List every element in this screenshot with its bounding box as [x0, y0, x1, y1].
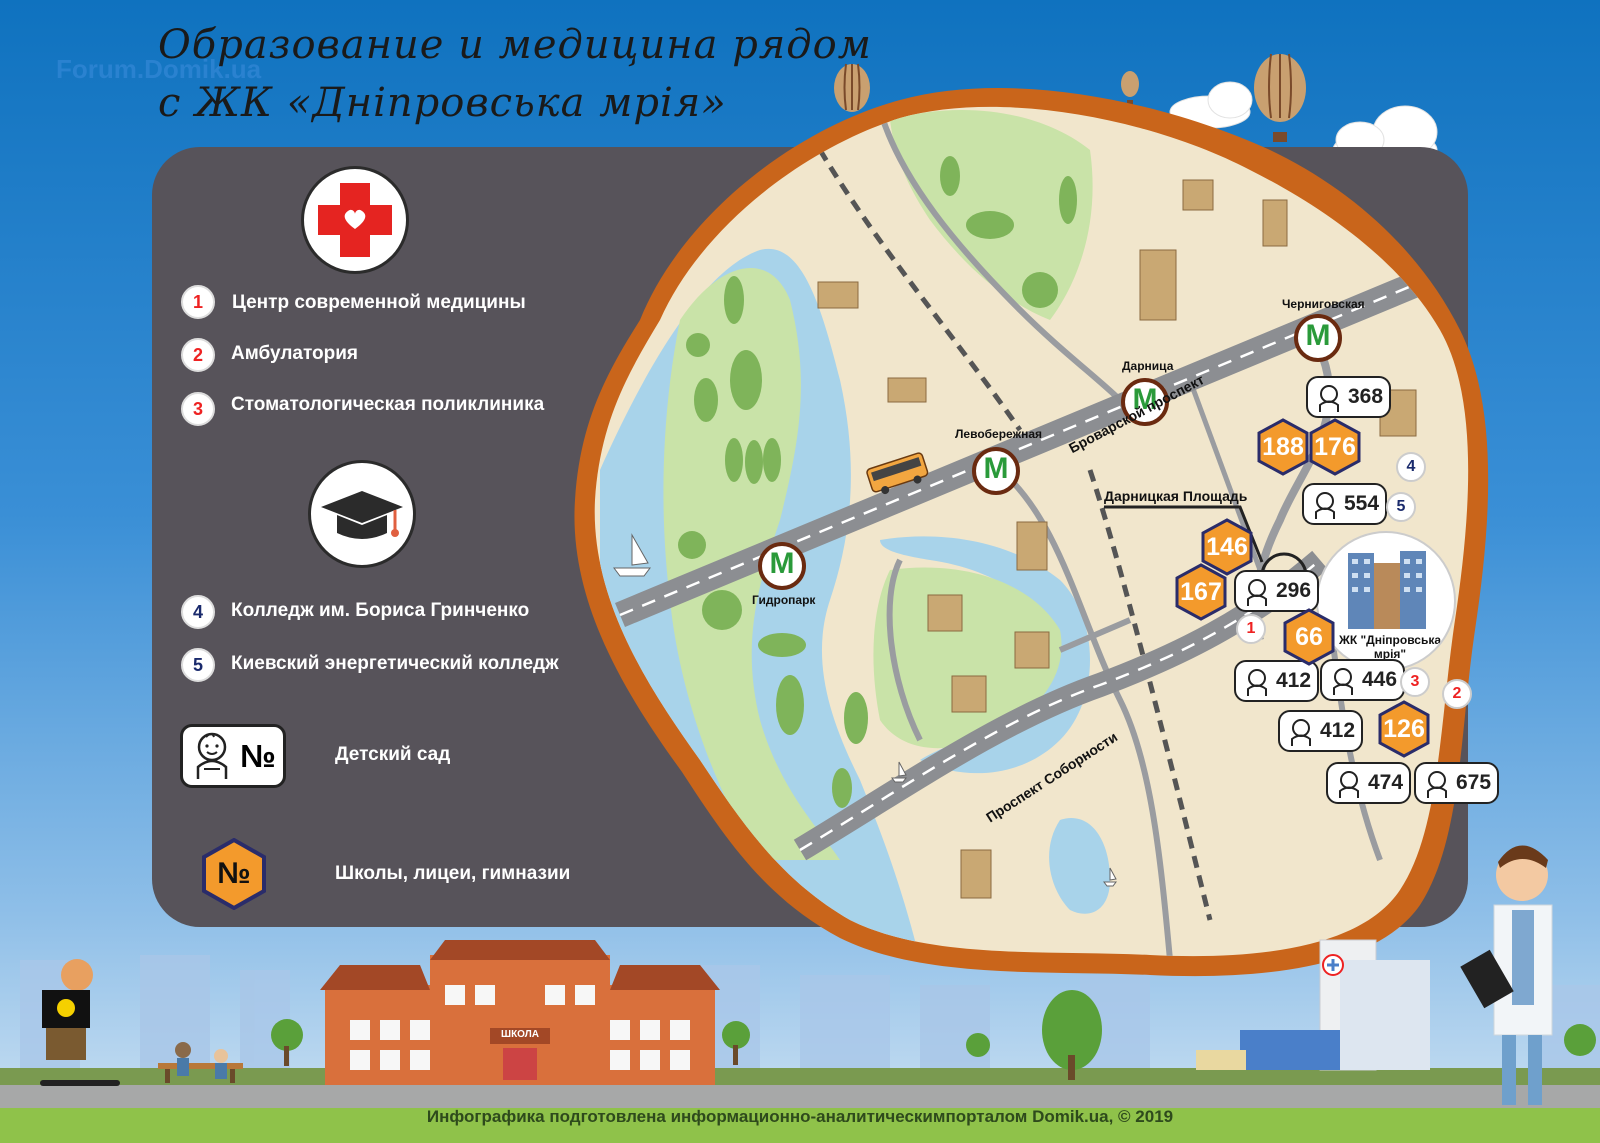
kindergarten-badge[interactable]: 296 [1234, 570, 1320, 612]
doctor-figure [1460, 845, 1553, 1105]
school-badge[interactable]: 126 [1378, 700, 1430, 758]
education-point-4[interactable]: 4 [1396, 452, 1426, 482]
baby-icon [196, 732, 228, 779]
metro-label-chernigovskaya: Черниговская [1282, 297, 1365, 311]
kindergarten-number: 412 [1276, 669, 1312, 692]
school-badge[interactable]: 66 [1283, 608, 1335, 666]
education-point-5[interactable]: 5 [1386, 492, 1416, 522]
footer-credit: Инфографика подготовлена информационно-а… [426, 1107, 1174, 1126]
legend-med-2-number: 2 [181, 338, 215, 372]
kindergarten-number: 446 [1362, 668, 1398, 691]
school-badge[interactable]: 188 [1257, 418, 1309, 476]
metro-marker-darnitsa [1121, 378, 1169, 426]
school-building [320, 940, 720, 1085]
kindergarten-number: 554 [1344, 492, 1380, 515]
watermark: Forum.Domik.ua [56, 54, 262, 84]
kindergarten-badge[interactable]: 412 [1234, 660, 1320, 702]
metro-m-darnitsa: M [1132, 383, 1158, 416]
kindergarten-number: 675 [1456, 771, 1492, 794]
school-number: 167 [1180, 577, 1222, 606]
boat-icon [1103, 867, 1117, 887]
baby-icon [1319, 385, 1339, 412]
metro-label-darnitsa: Дарница [1122, 359, 1174, 373]
baby-icon [1247, 579, 1267, 606]
legend-edu-5-number: 5 [181, 648, 215, 682]
baby-icon [1427, 771, 1447, 798]
boat-icon [613, 533, 651, 577]
baby-icon [1339, 771, 1359, 798]
legend-med-1-number: 1 [181, 285, 215, 319]
school-legend-symbol: № [217, 857, 251, 890]
baby-icon [1333, 668, 1353, 695]
metro-marker-levoberezhnaya [972, 447, 1020, 495]
school-badge[interactable]: 176 [1309, 418, 1361, 476]
metro-m-gidropark: M [769, 547, 795, 580]
legend-med-3-number: 3 [181, 392, 215, 426]
metro-m-chernigovskaya: M [1305, 319, 1331, 352]
kindergarten-legend-label: Детский сад [335, 744, 451, 765]
school-legend-label: Школы, лицеи, гимназии [335, 863, 571, 884]
baby-icon [1247, 669, 1267, 696]
kindergarten-legend-badge: № [180, 724, 286, 788]
kindergarten-badge[interactable]: 446 [1320, 659, 1406, 701]
legend-edu-4-label: Колледж им. Бориса Гринченко [231, 600, 530, 621]
legend-edu-4-number: 4 [181, 595, 215, 629]
kindergarten-badge[interactable]: 675 [1414, 762, 1500, 804]
page-title-line1: Образование и медицина рядом [158, 22, 872, 68]
metro-marker-chernigovskaya [1294, 314, 1342, 362]
graduation-cap-icon [308, 460, 416, 568]
metro-label-levoberezhnaya: Левобережная [955, 427, 1043, 441]
boat-icon [891, 761, 907, 783]
page-title-line2: с ЖК «Дніпровська мрія» [158, 80, 727, 126]
skater-figure [40, 959, 120, 1086]
metro-marker-gidropark [758, 542, 806, 590]
medical-cross-icon [301, 166, 409, 274]
school-number: 66 [1295, 622, 1323, 651]
complex-label: ЖК "Дніпровська мрія" [1338, 633, 1442, 661]
kindergarten-legend-symbol: № [240, 737, 276, 774]
kindergarten-badge[interactable]: 412 [1278, 710, 1364, 752]
kindergarten-number: 368 [1348, 385, 1384, 408]
balloon-icon [1254, 53, 1306, 142]
baby-icon [1291, 719, 1311, 746]
metro-label-gidropark: Гидропарк [752, 593, 816, 607]
bus-icon [866, 452, 929, 495]
kindergarten-number: 296 [1276, 579, 1312, 602]
footer-strip [0, 1108, 1600, 1143]
legend-med-1-label: Центр современной медицины [232, 292, 526, 313]
balloon-icon [1121, 71, 1139, 105]
legend-edu-5-label: Киевский энергетический колледж [231, 653, 559, 674]
metro-m-levoberezhnaya: M [983, 452, 1009, 485]
apartment-building-icon [1348, 551, 1426, 629]
school-legend-badge: № [201, 837, 267, 911]
kindergarten-badge[interactable]: 368 [1306, 376, 1392, 418]
medical-point-2[interactable]: 2 [1442, 679, 1472, 709]
street-label-darnitskaya: Дарницкая Площадь [1104, 488, 1248, 504]
legend-med-3-label: Стоматологическая поликлиника [231, 394, 545, 415]
school-number: 126 [1383, 714, 1425, 743]
school-sign: ШКОЛА [501, 1029, 539, 1040]
medical-point-1[interactable]: 1 [1236, 614, 1266, 644]
school-number: 188 [1262, 432, 1304, 461]
medical-point-3[interactable]: 3 [1400, 667, 1430, 697]
hospital-building [1196, 939, 1430, 1071]
kindergarten-number: 474 [1368, 771, 1404, 794]
kindergarten-badge[interactable]: 554 [1302, 483, 1388, 525]
school-number: 176 [1314, 432, 1356, 461]
legend-med-2-label: Амбулатория [231, 343, 358, 364]
baby-icon [1315, 492, 1335, 519]
kindergarten-number: 412 [1320, 719, 1356, 742]
school-number: 146 [1206, 532, 1248, 561]
school-badge[interactable]: 167 [1175, 563, 1227, 621]
school-badge[interactable]: 146 [1201, 518, 1253, 576]
kindergarten-badge[interactable]: 474 [1326, 762, 1412, 804]
